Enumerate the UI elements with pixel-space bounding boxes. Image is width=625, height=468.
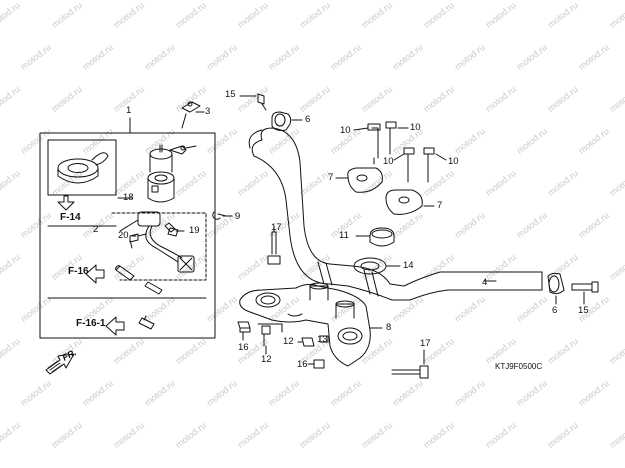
reference-ref-f161: F-16-1: [76, 318, 106, 329]
callout-10d: 10: [448, 156, 459, 167]
stem-washer: [353, 257, 401, 275]
steering-stem-nut: [355, 227, 395, 247]
ignition-switch-assembly-box: [39, 111, 233, 339]
top-bridge: [239, 282, 383, 367]
callout-4: 4: [482, 277, 488, 288]
callout-16a: 16: [238, 342, 249, 353]
callout-13: 13: [317, 334, 328, 345]
callout-11: 11: [339, 230, 349, 241]
callout-10b: 10: [410, 122, 421, 133]
callout-17b: 17: [420, 338, 431, 349]
wire-harness: [137, 211, 195, 273]
diagram-code: KTJ9F0500C: [495, 362, 543, 371]
callout-19: 19: [189, 225, 200, 236]
callout-15b: 15: [578, 305, 589, 316]
reference-ref-f14: F-14: [60, 212, 81, 223]
callout-2: 2: [93, 224, 99, 235]
callout-3: 3: [205, 106, 211, 117]
callout-12a: 12: [261, 354, 272, 365]
callout-6b: 6: [552, 305, 558, 316]
callout-9: 9: [235, 211, 241, 222]
holder-bolts: [353, 121, 447, 183]
reference-ref-f16: F-16: [68, 266, 89, 277]
end-weight-screws: [239, 93, 599, 305]
forward-arrow: [45, 353, 75, 375]
callout-12b: 12: [283, 336, 294, 347]
handlebar-end-weights: [271, 111, 565, 305]
callout-1: 1: [126, 105, 132, 116]
callout-20: 20: [118, 230, 129, 241]
callout-6a: 6: [305, 114, 311, 125]
callout-7b: 7: [437, 200, 443, 211]
callout-16b: 16: [297, 359, 308, 370]
pinch-bolts: [267, 225, 429, 379]
callout-14: 14: [403, 260, 414, 271]
key: [181, 101, 201, 129]
callout-8: 8: [386, 322, 392, 333]
callout-10a: 10: [340, 125, 351, 136]
callout-18: 18: [123, 192, 134, 203]
ignition-switch: [147, 144, 175, 203]
upper-handlebar-holders: [335, 167, 435, 215]
callout-10c: 10: [383, 156, 394, 167]
callout-7a: 7: [328, 172, 334, 183]
lower-fasteners: [237, 321, 329, 369]
callout-17a: 17: [271, 222, 282, 233]
handlebar: [248, 127, 543, 301]
callout-15a: 15: [225, 89, 236, 100]
